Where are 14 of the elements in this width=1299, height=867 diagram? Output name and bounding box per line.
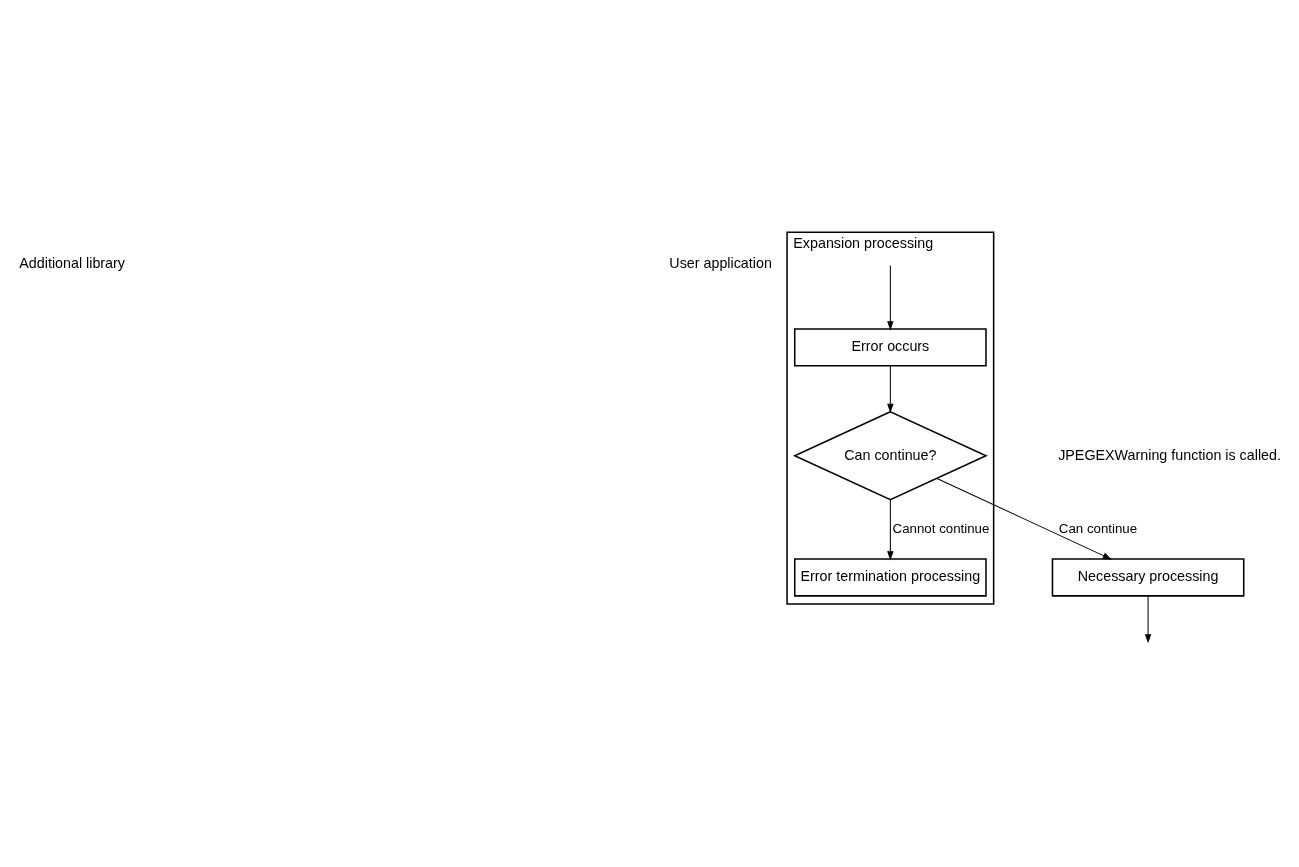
node-diamond: Can continue? bbox=[792, 410, 988, 501]
label: User application bbox=[669, 255, 772, 272]
arrow bbox=[887, 499, 894, 561]
node-box: Necessary processing bbox=[1051, 558, 1245, 597]
label: JPEGEXWarning function is called. bbox=[1058, 446, 1281, 463]
arrow bbox=[1144, 595, 1152, 644]
arrow bbox=[887, 265, 894, 331]
edge-label: Can continue bbox=[1058, 520, 1138, 536]
edge-label: Cannot continue bbox=[892, 520, 990, 536]
arrow bbox=[887, 365, 894, 413]
label: Additional library bbox=[19, 255, 126, 272]
node-box: Error occurs bbox=[793, 328, 987, 367]
arrow bbox=[936, 477, 1112, 560]
node-box: Error termination processing bbox=[793, 558, 987, 597]
